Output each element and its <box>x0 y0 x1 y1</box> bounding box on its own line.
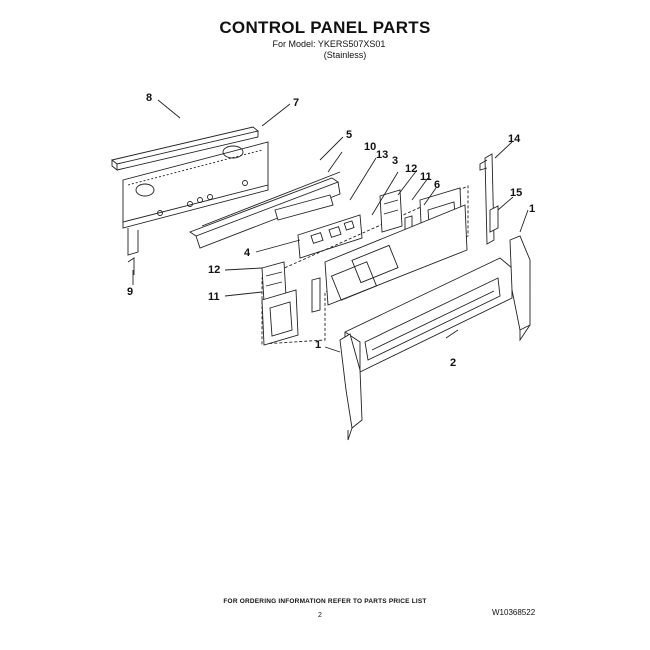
part-6-bezel <box>324 204 468 306</box>
page-number: 2 <box>318 612 322 619</box>
callout-8: 8 <box>146 92 152 104</box>
callout-15: 15 <box>510 187 522 199</box>
callout-3: 3 <box>392 155 398 167</box>
callout-10: 10 <box>364 141 376 153</box>
callout-11-left: 11 <box>208 291 220 303</box>
callout-2: 2 <box>450 357 456 369</box>
callout-11-right: 11 <box>420 171 432 183</box>
callout-5: 5 <box>346 129 352 141</box>
callout-7: 7 <box>293 97 299 109</box>
page-title: CONTROL PANEL PARTS <box>219 18 431 37</box>
callout-1-right: 1 <box>529 203 535 215</box>
callout-9: 9 <box>127 286 133 298</box>
callout-6: 6 <box>434 179 440 191</box>
model-line: For Model: YKERS507XS01 <box>272 39 386 49</box>
ordering-note: FOR ORDERING INFORMATION REFER TO PARTS … <box>223 598 427 605</box>
callout-12-right: 12 <box>405 163 417 175</box>
finish-line: (Stainless) <box>323 50 367 60</box>
callout-14: 14 <box>508 133 521 145</box>
callout-labels: 8 7 5 10 13 3 12 11 6 14 15 1 4 12 11 9 … <box>127 92 535 369</box>
callout-13: 13 <box>376 149 388 161</box>
assembly-outline <box>261 185 469 345</box>
part-10-strip <box>201 171 341 227</box>
part-15-fastener <box>489 205 499 233</box>
callout-4: 4 <box>244 247 251 259</box>
part-1-right-endcap <box>509 235 531 331</box>
part-1-left-endcap <box>339 333 363 429</box>
callout-12-left: 12 <box>208 264 220 276</box>
part-13-board <box>274 194 334 221</box>
document-number: W10368522 <box>492 608 536 617</box>
part-9-clip <box>127 257 135 275</box>
part-3-module <box>297 214 363 259</box>
callout-1-left: 1 <box>315 339 321 351</box>
